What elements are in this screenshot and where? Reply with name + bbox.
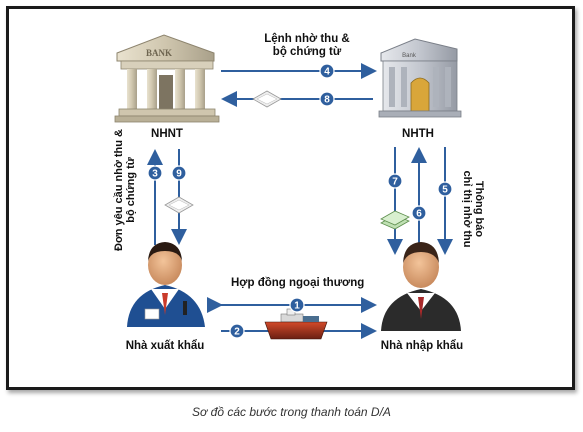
right-label-line1: Thông báo [473, 180, 485, 238]
nhth-label: NHTH [402, 128, 434, 140]
svg-text:3: 3 [152, 169, 158, 180]
svg-text:1: 1 [294, 301, 300, 312]
left-arrow-label: Đơn yêu cầu nhờ thu & bộ chứng từ [113, 115, 137, 265]
step-badge-4: 4 [319, 63, 335, 79]
svg-text:8: 8 [324, 95, 330, 106]
nhth-bank-icon: Bank [378, 38, 462, 118]
figure-caption: Sơ đồ các bước trong thanh toán D/A [192, 405, 391, 419]
right-arrow-label: Thông báo chỉ thị nhờ thu [461, 159, 485, 259]
document-icon [252, 90, 282, 108]
ship-icon [264, 308, 328, 340]
diagram-frame: BANK Bank NHNT NHTH [6, 6, 575, 390]
bank-sign-small: Bank [402, 53, 417, 59]
importer-label: Nhà nhập khẩu [381, 340, 463, 352]
nhnt-label: NHNT [151, 128, 183, 140]
flow-diagram: BANK Bank NHNT NHTH [114, 34, 463, 352]
bottom-arrow-label: Hợp đồng ngoại thương [231, 277, 365, 289]
right-label-line2: chỉ thị nhờ thu [461, 170, 473, 248]
step-badge-7: 7 [387, 173, 403, 189]
document-icon [164, 196, 194, 214]
left-label-line2: bộ chứng từ [125, 157, 137, 223]
bank-sign: BANK [146, 48, 172, 58]
nhnt-bank-icon: BANK [114, 34, 220, 123]
exporter-person-icon [127, 242, 205, 327]
step-badge-5: 5 [437, 181, 453, 197]
svg-text:7: 7 [392, 177, 398, 188]
step-badge-2: 2 [229, 323, 245, 339]
top-label-line1: Lệnh nhờ thu & [264, 33, 350, 45]
step-badge-9: 9 [171, 165, 187, 181]
svg-text:4: 4 [324, 67, 330, 78]
top-arrow-label: Lệnh nhờ thu & bộ chứng từ [247, 33, 367, 59]
svg-text:6: 6 [416, 209, 422, 220]
left-label-line1: Đơn yêu cầu nhờ thu & [113, 129, 125, 251]
step-badge-3: 3 [147, 165, 163, 181]
svg-text:2: 2 [234, 327, 240, 338]
money-icon [380, 210, 410, 230]
svg-text:9: 9 [176, 169, 182, 180]
top-label-line2: bộ chứng từ [272, 46, 342, 58]
step-badge-1: 1 [289, 297, 305, 313]
exporter-label: Nhà xuất khẩu [126, 340, 205, 352]
step-badge-6: 6 [411, 205, 427, 221]
importer-person-icon [381, 242, 461, 331]
step-badge-8: 8 [319, 91, 335, 107]
svg-text:5: 5 [442, 185, 448, 196]
